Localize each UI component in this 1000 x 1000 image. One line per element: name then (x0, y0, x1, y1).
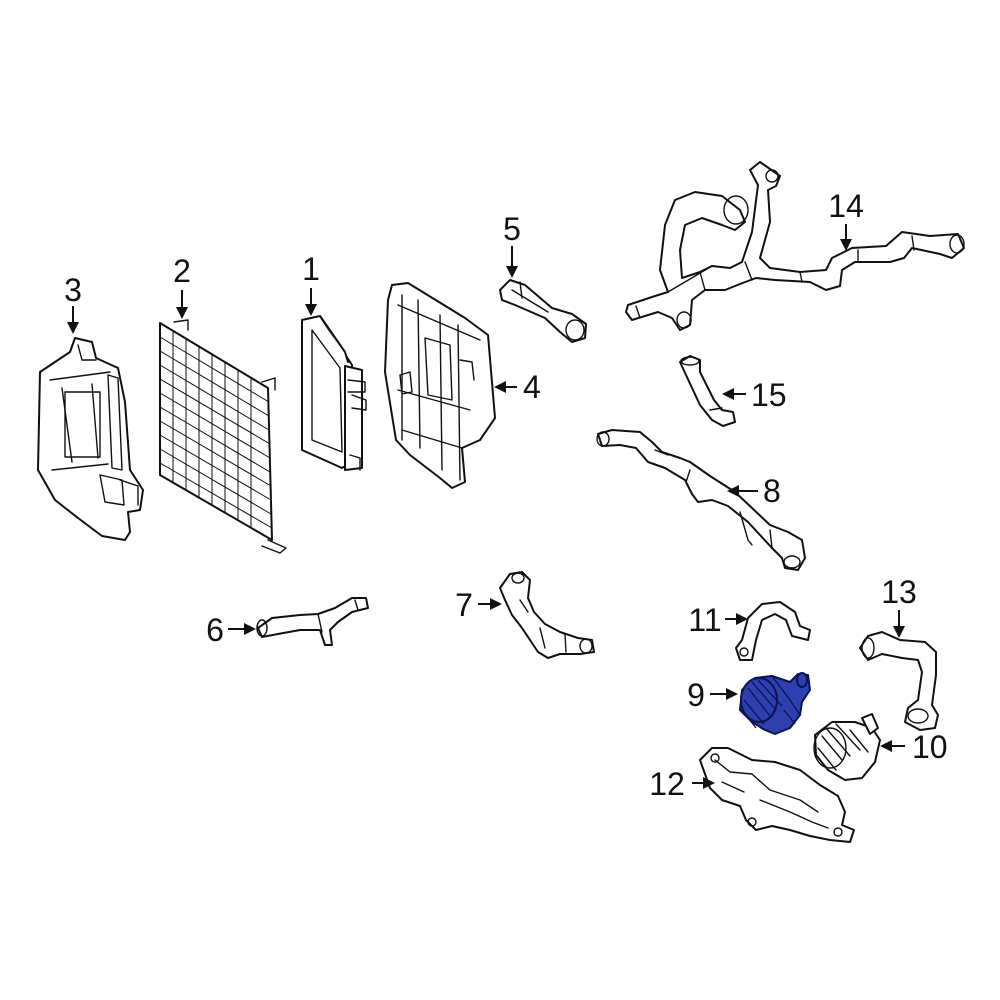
part-3-fan-shroud[interactable] (37, 337, 144, 541)
callout-15: 15 (751, 377, 787, 413)
part-11-clamp-bracket[interactable] (735, 601, 811, 661)
callout-12: 12 (649, 766, 685, 802)
part-14-coolant-hose-assembly[interactable] (625, 161, 965, 331)
callout-9: 9 (687, 677, 705, 713)
callout-6: 6 (206, 612, 224, 648)
part-9-water-pump-highlighted[interactable] (739, 672, 811, 735)
part-10-water-pump[interactable] (813, 713, 881, 781)
part-5-hose-bracket[interactable] (499, 279, 587, 343)
callout-leaders (67, 224, 905, 789)
callout-11: 11 (688, 602, 721, 638)
callout-7: 7 (455, 587, 473, 623)
callout-5: 5 (503, 211, 521, 247)
callout-4: 4 (523, 369, 541, 405)
callout-labels: 1 2 3 4 5 6 7 8 9 10 11 12 13 14 15 (64, 188, 947, 802)
callout-14: 14 (828, 188, 864, 224)
part-6-hose[interactable] (256, 597, 369, 646)
callout-2: 2 (173, 253, 191, 289)
part-13-hose[interactable] (859, 631, 939, 731)
callout-13: 13 (881, 574, 917, 610)
part-1-radiator[interactable] (301, 315, 367, 471)
part-8-long-hose[interactable] (596, 429, 806, 571)
callout-8: 8 (763, 473, 781, 509)
part-12-bracket-plate[interactable] (699, 747, 855, 843)
callout-10: 10 (912, 729, 948, 765)
part-15-small-hose[interactable] (679, 355, 736, 427)
part-7-hose[interactable] (499, 571, 595, 659)
part-4-radiator-support[interactable] (384, 282, 496, 489)
callout-3: 3 (64, 272, 82, 308)
part-2-grille-screen[interactable] (159, 319, 287, 554)
callout-1: 1 (302, 251, 320, 287)
